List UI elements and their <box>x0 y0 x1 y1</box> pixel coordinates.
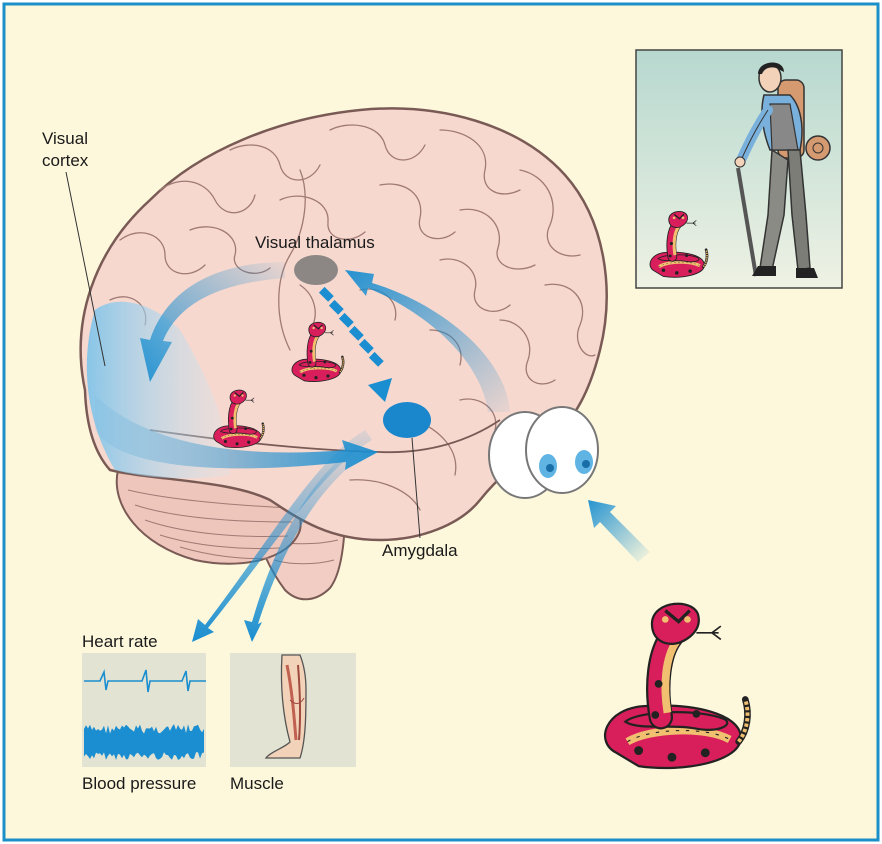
snake-to-eye-arrow <box>588 500 650 562</box>
leg-muscle-illustration <box>264 654 307 759</box>
visual-cortex-label-line1: Visual <box>42 129 88 148</box>
amygdala-to-muscle-arrow <box>244 450 360 642</box>
cortex-to-amygdala-arrow <box>95 395 378 470</box>
visual-thalamus-node <box>294 255 338 285</box>
heart-rate-panel <box>82 653 206 767</box>
visual-cortex-label-line2: cortex <box>42 151 89 170</box>
visual-thalamus-label: Visual thalamus <box>255 233 375 252</box>
visual-cortex-leader-line <box>65 171 106 367</box>
thalamus-to-cortex-arrow <box>140 262 285 382</box>
hiker-panel <box>635 49 843 289</box>
eye-to-thalamus-arrow <box>345 270 510 412</box>
muscle-label: Muscle <box>230 774 284 793</box>
eye-icon <box>488 406 599 499</box>
blood-pressure-trace <box>84 724 204 760</box>
amygdala-node <box>383 402 431 438</box>
amygdala-label: Amygdala <box>382 541 458 560</box>
heart-rate-trace-icon <box>84 668 206 693</box>
muscle-panel <box>230 653 356 767</box>
blood-pressure-label: Blood pressure <box>82 774 197 793</box>
hiker-illustration <box>734 62 831 278</box>
heart-rate-label: Heart rate <box>82 632 158 651</box>
amygdala-to-heart-rate-arrow <box>192 430 372 642</box>
amygdala-leader-line <box>411 437 421 539</box>
thalamus-to-amygdala-dashed-arrow <box>318 286 392 402</box>
pathway-arrows <box>95 262 650 642</box>
